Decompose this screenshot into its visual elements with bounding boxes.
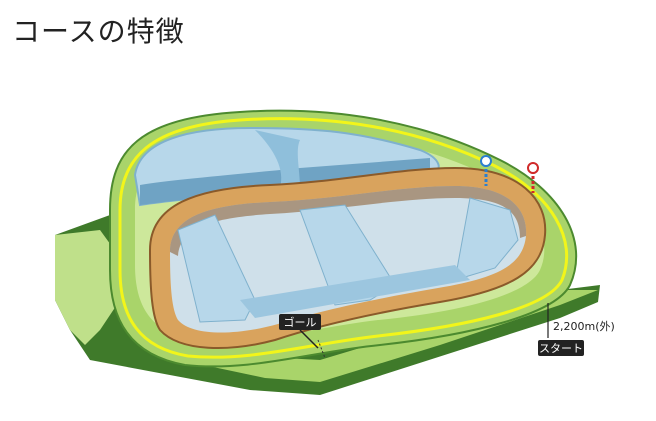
- start-label: スタート: [539, 342, 583, 355]
- distance-label: 2,200m(外): [553, 320, 615, 333]
- goal-label: ゴール: [284, 315, 317, 329]
